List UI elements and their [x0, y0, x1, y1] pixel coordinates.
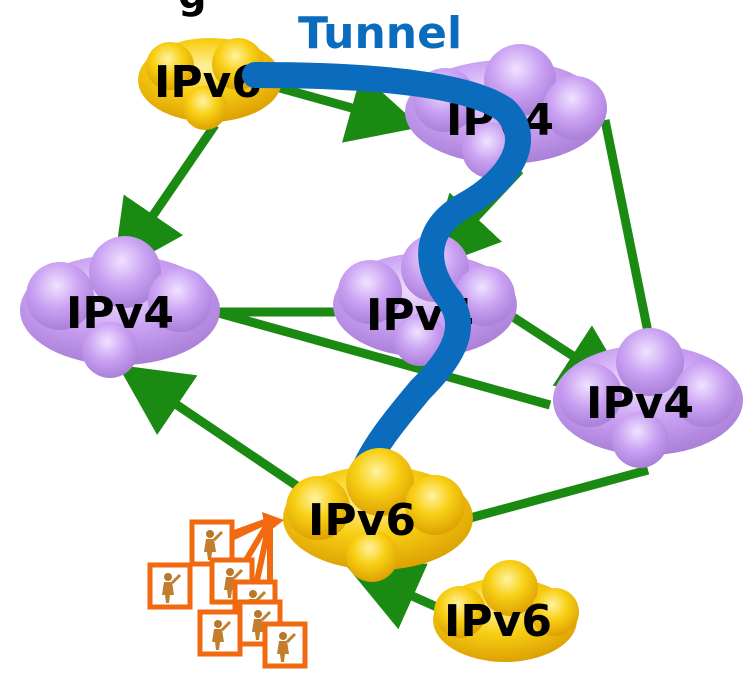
tunnel-path [242, 62, 531, 493]
node-label: IPv6 [444, 596, 552, 647]
node-label: IPv6 [308, 495, 416, 546]
person-host-icon [200, 612, 240, 654]
cloud-ipv4-right: IPv4 [553, 328, 743, 468]
host-group [150, 522, 305, 666]
person-host-icon [265, 624, 305, 666]
edge-v6bottom-v4right [468, 465, 650, 523]
tunnel-title: Tunnel [298, 8, 462, 59]
edge-v6top-v4topright [278, 73, 422, 143]
cloud-ipv6-bottom-right: IPv6 [433, 560, 579, 662]
node-label: IPv6 [154, 57, 262, 108]
edge-v4left-v4right [213, 307, 552, 410]
edge-v6top-v4left [112, 122, 219, 275]
cloud-ipv4-left: IPv4 [20, 236, 220, 378]
node-label: IPv4 [66, 288, 174, 339]
node-label: IPv4 [586, 378, 694, 429]
top-cut-text: g [178, 0, 207, 18]
edge-v4topright-v4right [600, 119, 657, 353]
edge-v6bottom-v4left [117, 364, 303, 492]
cloud-ipv6-bottom: IPv6 [283, 448, 473, 582]
cloud-ipv6-top: IPv6 [138, 38, 282, 130]
person-host-icon [150, 565, 190, 607]
